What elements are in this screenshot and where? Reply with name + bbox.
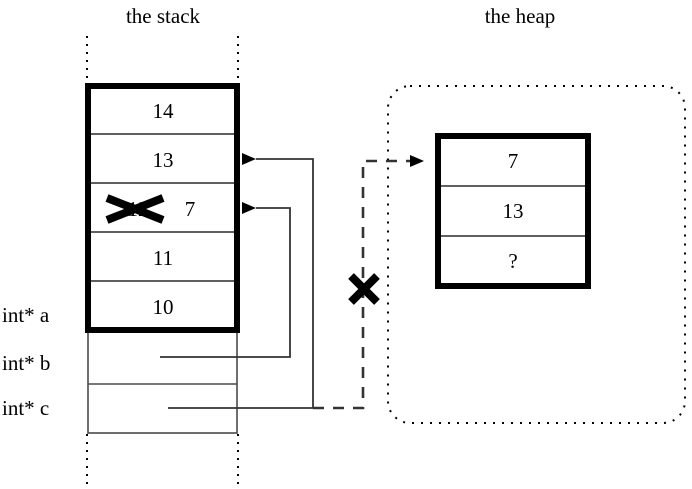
stack-cell-value-0: 14 <box>152 99 174 123</box>
pointer-c-arrow <box>168 153 314 409</box>
stack-title: the stack <box>125 4 201 28</box>
stack-cell-value-2-old: 12 <box>127 197 149 221</box>
pointer-b-arrow <box>160 202 291 358</box>
invalid-pointer-x-mark <box>348 273 380 305</box>
stale-heap-pointer-dashed <box>313 155 424 410</box>
heap-title: the heap <box>484 4 556 28</box>
heap-cell-value-1: 13 <box>502 199 524 223</box>
pointer-label-c: int* c <box>2 396 50 420</box>
pointer-label-a: int* a <box>2 303 50 327</box>
stack-cell-value-1: 13 <box>152 148 174 172</box>
stack-cell-value-3: 11 <box>152 246 174 270</box>
pointer-label-b: int* b <box>2 351 51 375</box>
heap-cell-value-2: ? <box>508 249 518 273</box>
struck-value-x-mark <box>105 194 165 224</box>
heap-cell-value-0: 7 <box>507 149 519 173</box>
stack-cell-value-4: 10 <box>152 295 174 319</box>
stack-extent-dotted-lines <box>86 36 239 487</box>
stack-frame-box <box>85 83 240 333</box>
heap-block-box <box>435 133 591 289</box>
heap-region-outline <box>387 85 686 424</box>
stack-cell-value-2-new: 7 <box>184 197 196 221</box>
